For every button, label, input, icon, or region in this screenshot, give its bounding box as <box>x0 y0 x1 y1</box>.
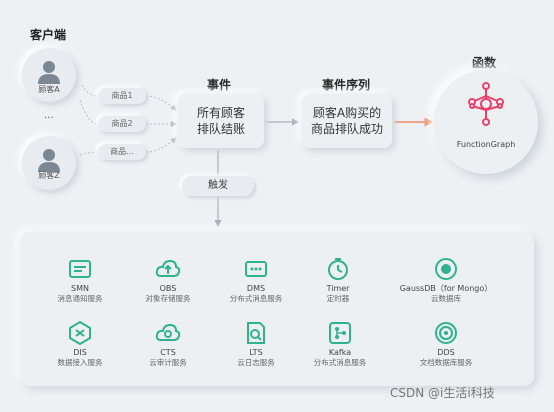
smn-icon <box>69 260 91 278</box>
service-desc: 消息通知服务 <box>57 294 103 303</box>
service-desc: 数据接入服务 <box>57 358 103 367</box>
service-name: GaussDB（for Mongo） <box>399 284 493 293</box>
cts-icon <box>155 323 181 341</box>
service-name: SMN <box>71 284 89 293</box>
services-panel <box>20 232 534 386</box>
kafka-icon <box>329 322 351 344</box>
sequence-text-line1: 顾客A购买的 <box>312 106 382 120</box>
line-customer-a-to-product1 <box>81 84 99 97</box>
function-name: FunctionGraph <box>456 140 516 149</box>
service-dms: DMS 分布式消息服务 <box>206 256 306 304</box>
sequence-text-line2: 商品排队成功 <box>310 122 383 136</box>
service-desc: 云日志服务 <box>237 358 275 367</box>
service-name: DDS <box>437 348 455 357</box>
service-dds: DDS 文档数据库服务 <box>396 320 496 368</box>
service-name: Timer <box>326 284 350 293</box>
customer-z-label: 顾客Z <box>38 171 60 180</box>
product-pill-3: 商品... <box>98 144 146 160</box>
function-circle: FunctionGraph <box>434 70 538 174</box>
service-name: OBS <box>159 284 177 293</box>
obs-icon <box>155 259 181 277</box>
product-pill-2: 商品2 <box>98 116 146 132</box>
service-timer: Timer 定时器 <box>288 256 388 304</box>
product-pill-1: 商品1 <box>98 88 146 104</box>
line-product1-to-event <box>145 95 177 111</box>
service-desc: 定时器 <box>326 294 350 303</box>
service-desc: 对象存储服务 <box>145 294 191 303</box>
service-name: Kafka <box>328 348 352 357</box>
line-customer-a-to-product2 <box>79 99 99 125</box>
client-title: 客户端 <box>30 28 67 42</box>
service-gaussdb: GaussDB（for Mongo） 云数据库 <box>380 256 512 304</box>
service-name: LTS <box>249 348 263 357</box>
lts-icon <box>247 322 265 344</box>
dms-icon <box>245 261 267 277</box>
service-desc: 文档数据库服务 <box>419 358 473 367</box>
event-title: 事件 <box>207 78 232 92</box>
gaussdb-icon <box>435 258 457 280</box>
service-name: DIS <box>73 348 87 357</box>
service-desc: 云审计服务 <box>149 358 187 367</box>
person-icon <box>38 61 60 84</box>
line-customer-z-to-product3 <box>79 151 99 156</box>
function-title: 函数 <box>472 56 497 70</box>
customer-a-label: 顾客A <box>38 85 60 94</box>
service-desc: 云数据库 <box>431 294 461 303</box>
service-desc: 分布式消息服务 <box>313 358 367 367</box>
service-lts: LTS 云日志服务 <box>206 320 306 368</box>
trigger-pill: 触发 <box>182 176 254 196</box>
customers-ellipsis: ... <box>44 110 54 121</box>
timer-icon <box>328 258 348 280</box>
sequence-title: 事件序列 <box>322 78 371 92</box>
customer-a-avatar <box>22 48 76 102</box>
service-name: DMS <box>246 284 266 293</box>
watermark: CSDN @i生活i科技 <box>390 386 495 400</box>
event-text-line1: 所有顾客 <box>196 106 245 120</box>
service-cts: CTS 云审计服务 <box>118 320 218 368</box>
line-product3-to-event <box>145 137 177 153</box>
dds-icon <box>435 322 457 344</box>
service-obs: OBS 对象存储服务 <box>118 256 218 304</box>
dis-icon <box>69 320 91 346</box>
service-desc: 分布式消息服务 <box>229 294 283 303</box>
event-text-line2: 排队结账 <box>196 122 245 136</box>
person-icon <box>38 149 60 172</box>
function-graph-icon <box>468 82 504 126</box>
sequence-card: 顾客A购买的 商品排队成功 <box>302 94 392 148</box>
service-dis: DIS 数据接入服务 <box>30 320 130 368</box>
service-name: CTS <box>160 348 176 357</box>
service-smn: SMN 消息通知服务 <box>30 256 130 304</box>
service-kafka: Kafka 分布式消息服务 <box>290 320 390 368</box>
customer-z-avatar <box>22 136 76 190</box>
event-card: 所有顾客 排队结账 <box>178 94 264 148</box>
